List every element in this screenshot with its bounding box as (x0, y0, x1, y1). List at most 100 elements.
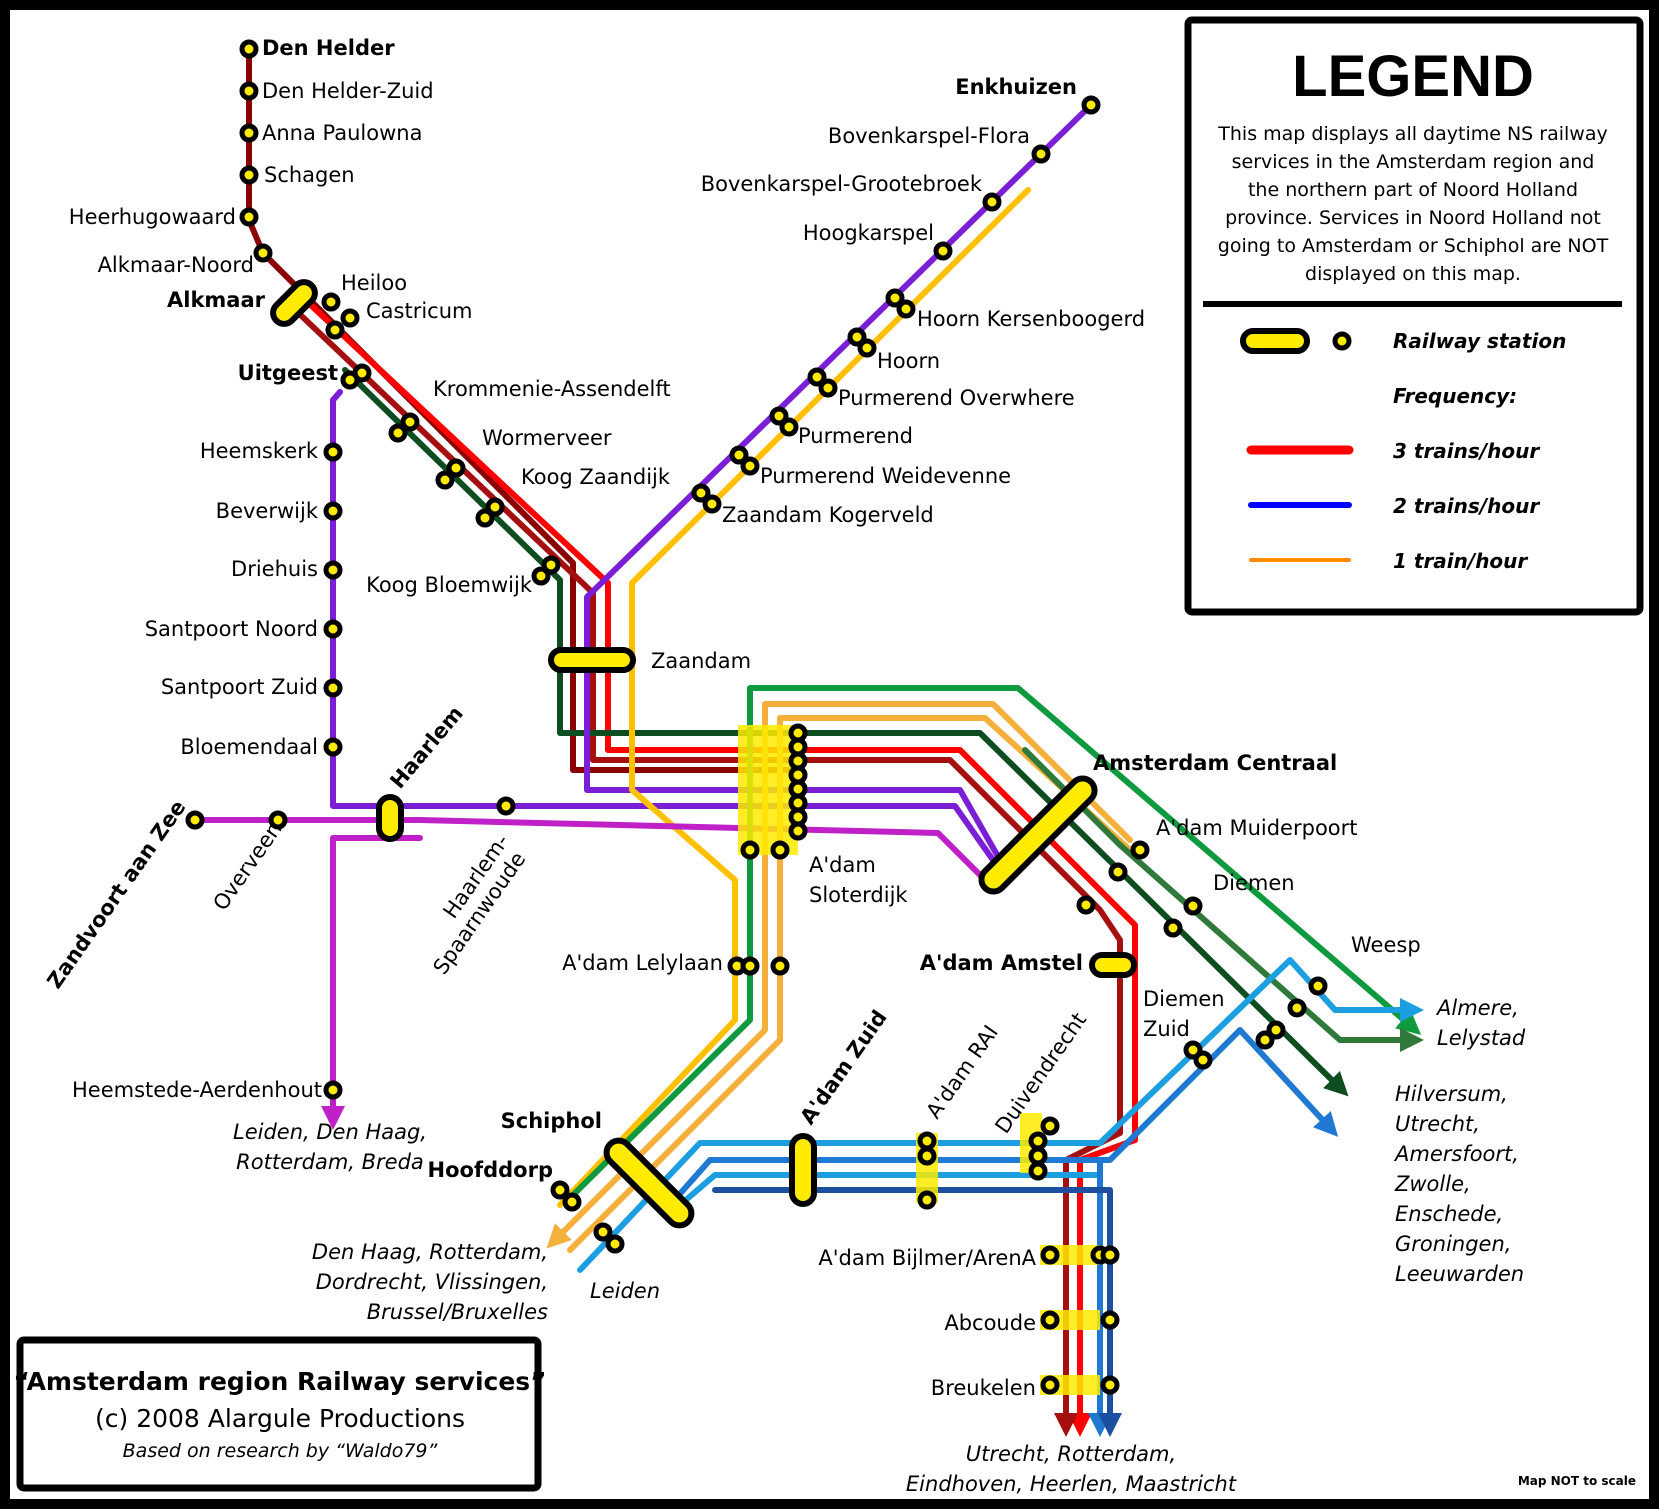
station-dot-koog-bloemwijk-1[interactable] (541, 555, 561, 575)
station-dot-haarlem-spaarnwoude[interactable] (496, 796, 516, 816)
station-dot-heiloo[interactable] (321, 292, 341, 312)
station-dot-rai-1[interactable] (917, 1131, 937, 1151)
station-dot-den-helder[interactable] (239, 39, 259, 59)
station-dot-driehuis[interactable] (323, 560, 343, 580)
adam-zuid-station-bar[interactable] (789, 1133, 817, 1207)
station-dot-santpoort-zuid[interactable] (323, 678, 343, 698)
station-dot-abcoude-2[interactable] (1100, 1310, 1120, 1330)
station-dot-bovenkarspel-flora[interactable] (1031, 144, 1051, 164)
station-dot-heemstede[interactable] (323, 1080, 343, 1100)
legend-desc-4: province. Services in Noord Holland not (1225, 207, 1601, 229)
station-dot-uitgeest-2[interactable] (340, 370, 360, 390)
station-dot-purmerend-wd-2[interactable] (740, 456, 760, 476)
station-dot-diemen-2[interactable] (1163, 918, 1183, 938)
station-dot-zaandam-kog-1[interactable] (691, 483, 711, 503)
station-dot-zaandam-kog-2[interactable] (702, 494, 722, 514)
label-diemen-zuid-2: Zuid (1143, 1017, 1190, 1041)
station-dot-wormerveer-2[interactable] (435, 470, 455, 490)
label-zaandam-kogerveld: Zaandam Kogerveld (722, 503, 934, 527)
station-dot-krommenie-1[interactable] (400, 412, 420, 432)
station-dot-krommenie-2[interactable] (388, 423, 408, 443)
station-dot-rai-3[interactable] (917, 1190, 937, 1210)
station-dot-overveen[interactable] (268, 810, 288, 830)
station-dot-amstel-1[interactable] (1076, 895, 1096, 915)
station-dot-abcoude-1[interactable] (1040, 1310, 1060, 1330)
station-dot-hoogkarspel[interactable] (933, 241, 953, 261)
station-dot-muiderpoort-1[interactable] (1130, 840, 1150, 860)
station-dot-beverwijk[interactable] (323, 501, 343, 521)
station-dot-bijlmer-1[interactable] (1040, 1245, 1060, 1265)
sloterdijk-highlight (738, 725, 798, 855)
station-dot-schiphol-2[interactable] (562, 1192, 582, 1212)
station-dot-weesp-3[interactable] (1266, 1020, 1286, 1040)
line-uitgeest-purple (330, 389, 1003, 873)
label-uitgeest: Uitgeest (238, 361, 338, 385)
station-dot-duivendrecht-4[interactable] (1028, 1161, 1048, 1181)
label-haarlem: Haarlem (385, 701, 467, 793)
station-dot-purmerend-1[interactable] (769, 406, 789, 426)
station-dot-breukelen-2[interactable] (1100, 1375, 1120, 1395)
alkmaar-station-bar[interactable] (269, 278, 320, 329)
station-dot-rai-2[interactable] (917, 1146, 937, 1166)
station-dot-lelylaan-3[interactable] (770, 956, 790, 976)
station-dot-sloterdijk-9[interactable] (740, 840, 760, 860)
station-dot-lelylaan-2[interactable] (740, 956, 760, 976)
station-dot-hoorn-kersen-1[interactable] (885, 288, 905, 308)
station-dot-castricum-2[interactable] (325, 320, 345, 340)
station-dot-diemen-1[interactable] (1183, 896, 1203, 916)
station-dot-castricum-1[interactable] (340, 308, 360, 328)
station-dot-koog-bloemwijk-2[interactable] (531, 566, 551, 586)
station-dot-enkhuizen[interactable] (1081, 95, 1101, 115)
station-dots (185, 39, 1328, 1395)
station-dot-weesp-1[interactable] (1308, 976, 1328, 996)
station-dot-sloterdijk-8[interactable] (788, 821, 808, 841)
station-dot-bloemendaal[interactable] (323, 737, 343, 757)
station-dot-purmerend-wd-1[interactable] (729, 445, 749, 465)
station-dot-alkmaar-noord[interactable] (253, 243, 273, 263)
dest-haag-rdam-3: Brussel/Bruxelles (367, 1300, 548, 1324)
station-dot-hoofddorp-1[interactable] (593, 1222, 613, 1242)
station-dot-anna-paulowna[interactable] (239, 123, 259, 143)
label-bloemendaal: Bloemendaal (180, 735, 318, 759)
label-heerhugowaard: Heerhugowaard (69, 205, 236, 229)
station-dot-zandvoort[interactable] (185, 810, 205, 830)
station-dot-hoorn-kersen-2[interactable] (896, 299, 916, 319)
station-dot-hoofddorp-2[interactable] (605, 1234, 625, 1254)
station-dot-schiphol-1[interactable] (550, 1180, 570, 1200)
haarlem-station-bar[interactable] (376, 794, 404, 842)
station-dot-koog-zaandijk-2[interactable] (475, 508, 495, 528)
station-dot-bovenkarspel-gr[interactable] (982, 192, 1002, 212)
station-dot-heerhugowaard[interactable] (239, 207, 259, 227)
amsterdam-centraal-station-bar[interactable] (976, 773, 1099, 896)
label-hoorn: Hoorn (877, 349, 940, 373)
station-dot-purmerend-ov-1[interactable] (807, 367, 827, 387)
station-dot-purmerend-2[interactable] (779, 417, 799, 437)
station-dot-hoorn-1[interactable] (847, 327, 867, 347)
station-dot-muiderpoort-2[interactable] (1108, 862, 1128, 882)
station-dot-purmerend-ov-2[interactable] (818, 378, 838, 398)
station-dot-wormerveer-1[interactable] (446, 458, 466, 478)
station-dot-den-helder-zuid[interactable] (239, 81, 259, 101)
station-dot-weesp-4[interactable] (1255, 1030, 1275, 1050)
label-amsterdam-centraal: Amsterdam Centraal (1093, 751, 1337, 775)
station-dot-duivendrecht-1[interactable] (1040, 1116, 1060, 1136)
station-dot-bijlmer-3[interactable] (1100, 1245, 1120, 1265)
zaandam-station-bar[interactable] (548, 647, 636, 673)
station-dot-heemskerk[interactable] (323, 442, 343, 462)
station-dot-duivendrecht-2[interactable] (1028, 1131, 1048, 1151)
station-dot-hoorn-2[interactable] (857, 338, 877, 358)
label-krommenie: Krommenie-Assendelft (433, 377, 671, 401)
label-heemstede: Heemstede-Aerdenhout (72, 1078, 322, 1102)
station-dot-diemen-zuid-2[interactable] (1193, 1050, 1213, 1070)
station-dot-schagen[interactable] (239, 165, 259, 185)
station-dot-santpoort-noord[interactable] (323, 619, 343, 639)
schiphol-station-bar[interactable] (602, 1136, 697, 1231)
station-dot-weesp-2[interactable] (1287, 998, 1307, 1018)
station-dot-breukelen-1[interactable] (1040, 1375, 1060, 1395)
amstel-station-bar[interactable] (1089, 952, 1137, 978)
legend-station-bar-icon (1240, 328, 1310, 354)
station-dot-duivendrecht-3[interactable] (1028, 1146, 1048, 1166)
station-dot-koog-zaandijk-1[interactable] (485, 497, 505, 517)
station-dot-sloterdijk-10[interactable] (770, 840, 790, 860)
